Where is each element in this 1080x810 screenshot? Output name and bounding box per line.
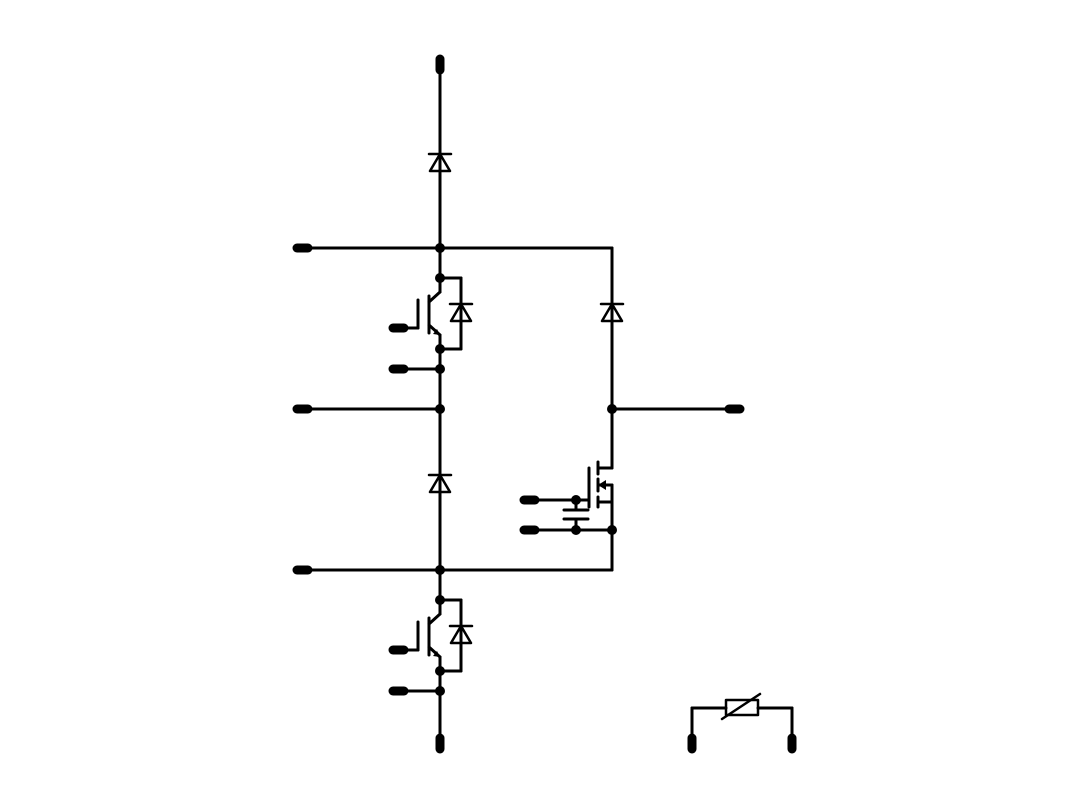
upper-loop-wire [294,246,614,411]
top-diode [427,152,453,173]
middle-diode [427,473,453,494]
right-diode [599,302,625,323]
lower-sense-wires [390,648,442,693]
upper-igbt [408,276,463,351]
upper-sense-wires [390,326,442,371]
upper-igbt-diode [448,302,474,323]
junction-dots [435,243,617,696]
right-mosfet [574,407,614,572]
lower-igbt [408,598,463,673]
ntc-thermistor [690,692,794,748]
terminal-pins [292,54,797,754]
lower-igbt-diode [448,624,474,645]
